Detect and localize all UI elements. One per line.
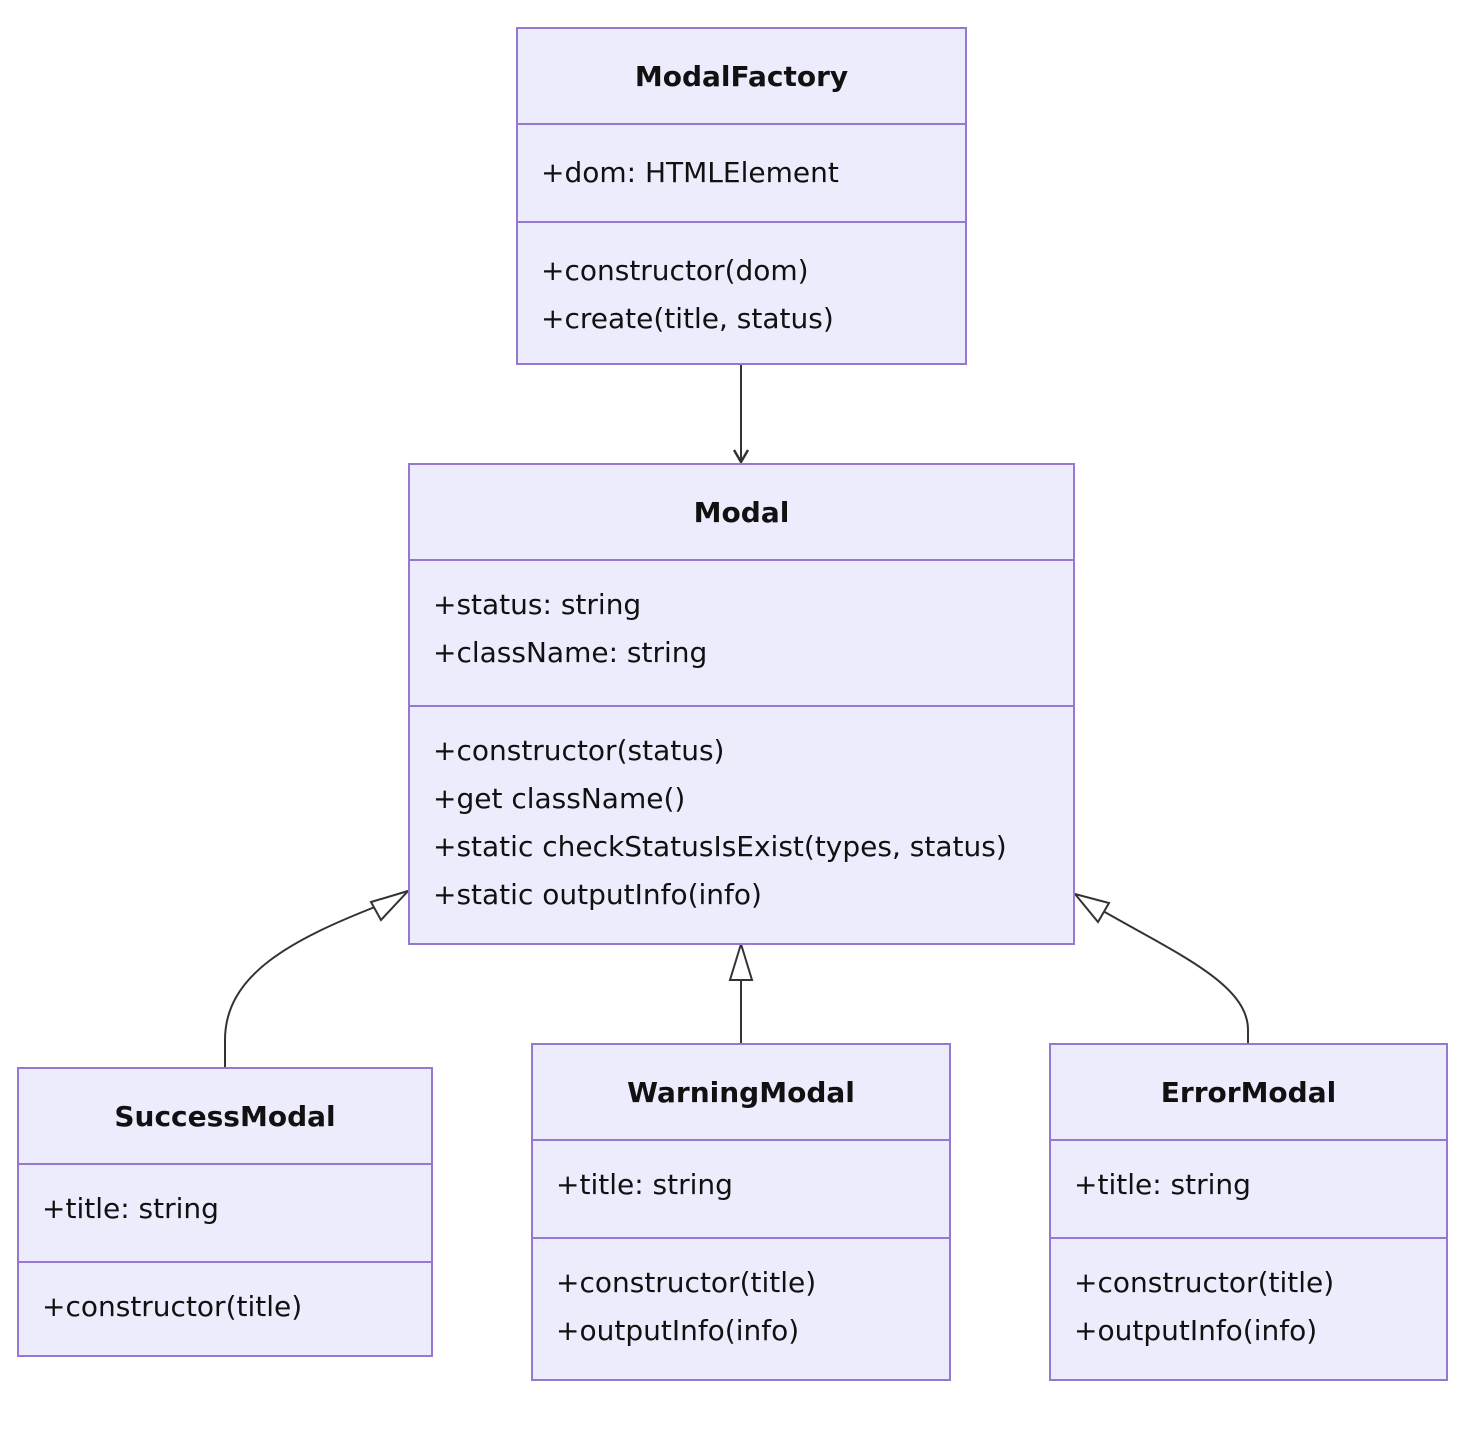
method: +constructor(dom) <box>541 254 809 287</box>
class-name: ErrorModal <box>1051 1045 1446 1141</box>
class-error-modal[interactable]: ErrorModal +title: string +constructor(t… <box>1049 1043 1448 1381</box>
methods-section: +constructor(title) +outputInfo(info) <box>533 1237 949 1355</box>
attributes-section: +title: string <box>19 1165 431 1261</box>
method: +get className() <box>433 782 686 815</box>
attributes-section: +dom: HTMLElement <box>518 125 965 221</box>
attribute: +status: string <box>433 588 642 621</box>
inheritance-edge-error <box>1102 910 1249 1044</box>
methods-section: +constructor(title) <box>19 1261 431 1331</box>
class-success-modal[interactable]: SuccessModal +title: string +constructor… <box>17 1067 433 1357</box>
method: +outputInfo(info) <box>556 1314 800 1347</box>
attribute: +className: string <box>433 636 708 669</box>
inheritance-arrowhead-error <box>1072 892 1111 924</box>
method: +constructor(title) <box>1074 1266 1335 1299</box>
class-name: Modal <box>410 465 1073 561</box>
method: +constructor(title) <box>42 1290 303 1323</box>
class-name: SuccessModal <box>19 1069 431 1165</box>
method: +constructor(status) <box>433 734 725 767</box>
method: +constructor(title) <box>556 1266 817 1299</box>
inheritance-edge-success <box>224 904 381 1068</box>
inheritance-arrowhead-warning <box>728 940 754 981</box>
class-name: ModalFactory <box>518 29 965 125</box>
methods-section: +constructor(dom) +create(title, status) <box>518 221 965 343</box>
attributes-section: +title: string <box>1051 1141 1446 1237</box>
class-modal[interactable]: Modal +status: string +className: string… <box>408 463 1075 945</box>
methods-section: +constructor(title) +outputInfo(info) <box>1051 1237 1446 1355</box>
methods-section: +constructor(status) +get className() +s… <box>410 705 1073 919</box>
attribute: +title: string <box>42 1192 219 1225</box>
method: +create(title, status) <box>541 302 834 335</box>
class-name: WarningModal <box>533 1045 949 1141</box>
inheritance-arrowhead-success <box>369 888 412 922</box>
attribute: +title: string <box>1074 1168 1251 1201</box>
method: +outputInfo(info) <box>1074 1314 1318 1347</box>
method: +static checkStatusIsExist(types, status… <box>433 830 1007 863</box>
attribute: +dom: HTMLElement <box>541 156 839 189</box>
attribute: +title: string <box>556 1168 733 1201</box>
class-warning-modal[interactable]: WarningModal +title: string +constructor… <box>531 1043 951 1381</box>
method: +static outputInfo(info) <box>433 878 762 911</box>
attributes-section: +status: string +className: string <box>410 561 1073 705</box>
attributes-section: +title: string <box>533 1141 949 1237</box>
class-modal-factory[interactable]: ModalFactory +dom: HTMLElement +construc… <box>516 27 967 365</box>
